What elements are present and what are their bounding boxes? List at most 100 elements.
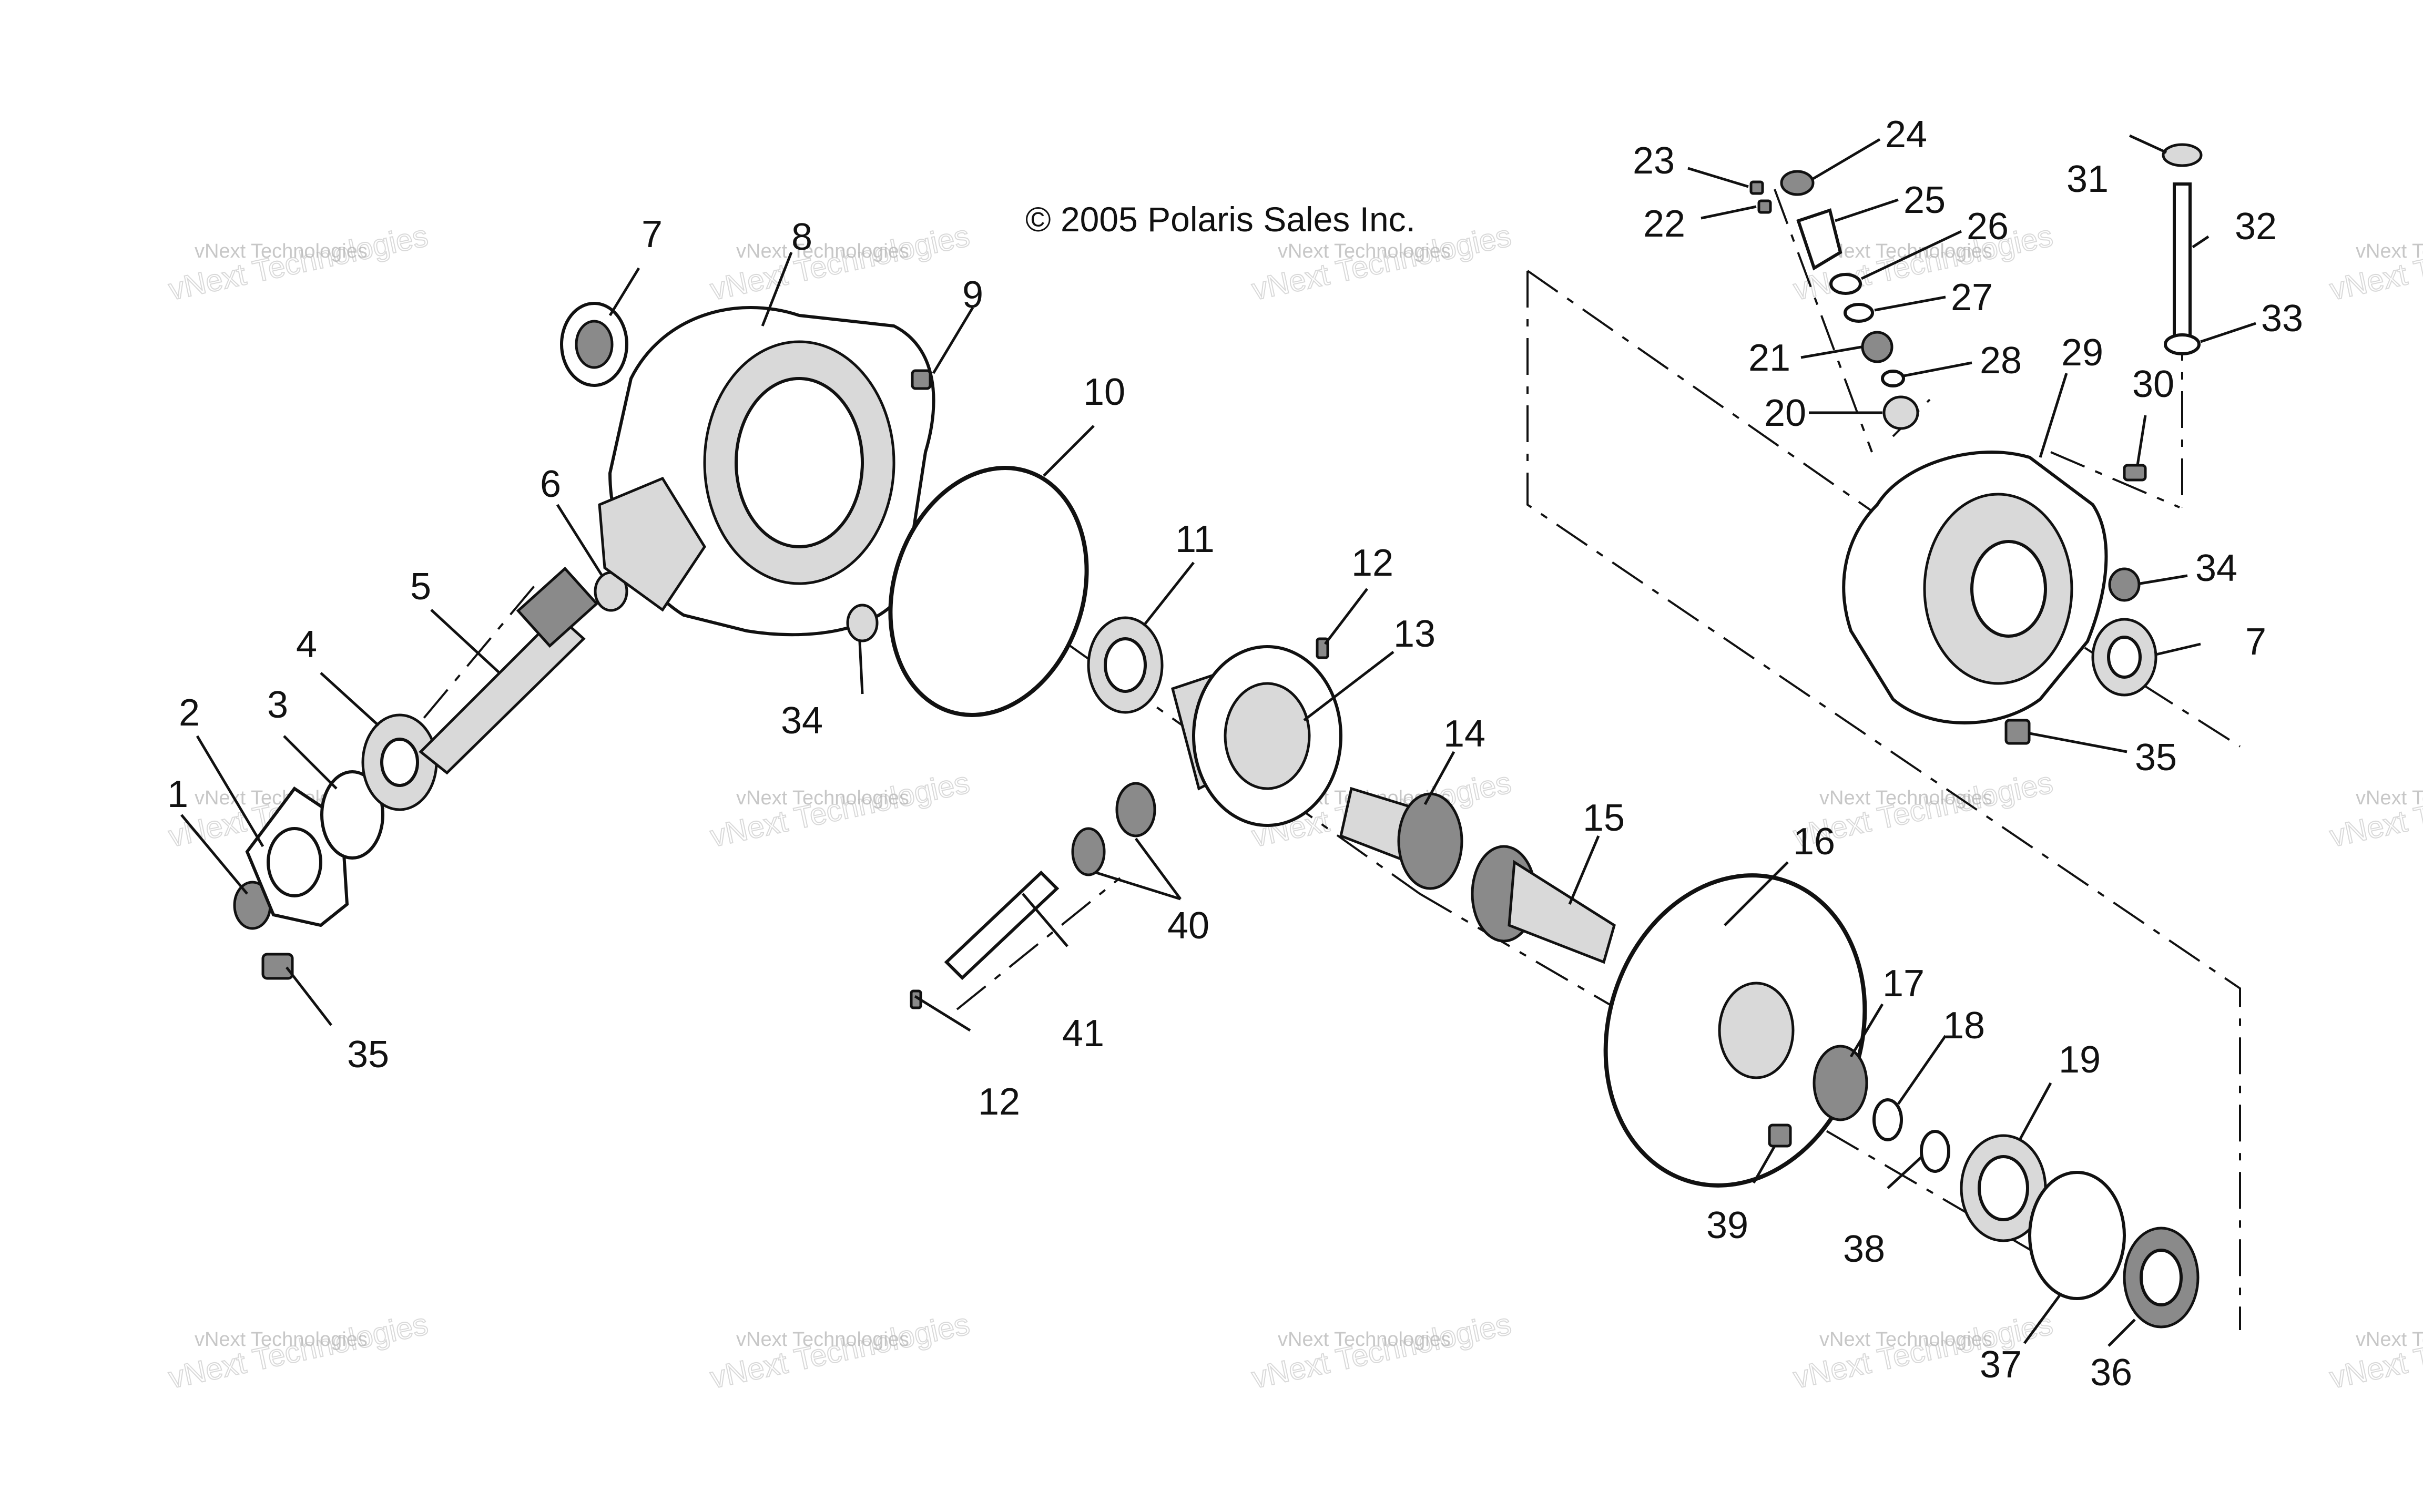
callout-35-left: 35 (347, 1034, 389, 1076)
callout-16: 16 (1793, 821, 1835, 863)
callout-4: 4 (296, 624, 317, 666)
part-34-plug (846, 604, 879, 642)
watermark: vNext Technologies vNext Technologies (165, 218, 431, 308)
callout-30: 30 (2132, 363, 2174, 405)
part-25-actuator (1796, 208, 1842, 271)
watermark-line2: vNext Technologies (166, 1307, 431, 1395)
part-27-o-ring (1844, 303, 1874, 323)
part-31-clip (2162, 143, 2203, 167)
watermark-line1: vNext Technologies (2356, 787, 2423, 809)
watermark-line2: vNext Technologies (2327, 219, 2423, 307)
part-19-bearing-bore (1978, 1155, 2029, 1221)
callout-34: 34 (2195, 547, 2237, 589)
part-4-bearing-bore (380, 738, 419, 787)
part-38-shim (1920, 1130, 1950, 1173)
callout-7-right: 7 (2245, 621, 2266, 663)
part-30-pin (2123, 464, 2147, 482)
part-33-clip (2164, 333, 2201, 355)
callout-38: 38 (1843, 1228, 1885, 1270)
part-40-gear (1115, 782, 1156, 837)
callout-18: 18 (1943, 1005, 1985, 1047)
callouts: 1 2 3 4 5 6 7 8 9 10 11 12 13 14 15 16 1… (167, 114, 2303, 1394)
watermark-line1: vNext Technologies (2356, 1329, 2423, 1351)
part-39-bolt (1768, 1123, 1792, 1148)
part-11-bearing-bore (1104, 637, 1147, 693)
watermark: vNext Technologies vNext Technologies (2326, 765, 2423, 854)
watermark: vNext Technologies vNext Technologies (165, 1306, 431, 1396)
watermark-line2: vNext Technologies (707, 1307, 972, 1395)
callout-6: 6 (540, 463, 561, 505)
callout-3: 3 (267, 684, 288, 726)
part-40-gear (1071, 827, 1106, 876)
callout-11: 11 (1175, 518, 1215, 560)
callout-9: 9 (962, 274, 983, 316)
callout-26: 26 (1967, 206, 2009, 248)
part-35-bolt (2004, 719, 2031, 745)
watermark-line1: vNext Technologies (1278, 1329, 1451, 1351)
watermark-line2: vNext Technologies (2327, 765, 2423, 854)
callout-13: 13 (1393, 613, 1436, 655)
part-17-bearing (1813, 1045, 1868, 1121)
callout-32: 32 (2235, 206, 2277, 248)
callout-21: 21 (1748, 337, 1790, 379)
callout-8: 8 (791, 216, 812, 258)
part-9-fitting (911, 369, 932, 390)
leader-lines (180, 134, 2256, 1347)
callout-36: 36 (2090, 1352, 2132, 1394)
part-23-screw (1749, 180, 1764, 195)
watermark-line1: vNext Technologies (195, 240, 368, 262)
watermark: vNext Technologies vNext Technologies (1248, 1306, 1514, 1396)
callout-34-left: 34 (781, 700, 823, 742)
parts-layer (233, 143, 2203, 1329)
callout-31: 31 (2066, 158, 2109, 200)
watermark-line2: vNext Technologies (166, 219, 431, 307)
part-18-shim (1872, 1098, 1903, 1141)
callout-2: 2 (179, 692, 200, 734)
watermark-line1: vNext Technologies (195, 1329, 368, 1351)
callout-7: 7 (642, 213, 663, 256)
callout-15: 15 (1583, 797, 1625, 839)
watermark: vNext Technologies vNext Technologies (2326, 218, 2423, 308)
watermark: vNext Technologies vNext Technologies (2326, 1306, 2423, 1396)
part-13-hub (1170, 645, 1342, 827)
watermark-line1: vNext Technologies (1819, 1329, 1992, 1351)
callout-22: 22 (1643, 203, 1685, 245)
callout-1: 1 (167, 773, 188, 815)
watermark-line1: vNext Technologies (2356, 240, 2423, 262)
watermark-line2: vNext Technologies (707, 765, 972, 854)
part-20-cap (1882, 395, 1919, 430)
callout-35-right: 35 (2135, 737, 2177, 779)
part-36-seal-bore (2140, 1249, 2183, 1306)
callout-14: 14 (1443, 713, 1485, 755)
watermark-line2: vNext Technologies (707, 219, 972, 307)
part-7-seal-inner (575, 320, 614, 369)
callout-25: 25 (1903, 179, 1946, 221)
part-22-screw (1757, 199, 1772, 214)
part-2-cover-hole (267, 827, 322, 897)
part-5-pinion-shaft (419, 566, 599, 775)
watermark-line2: vNext Technologies (2327, 1307, 2423, 1395)
callout-24: 24 (1885, 114, 1927, 156)
part-35-bolt (261, 953, 294, 980)
watermark: vNext Technologies vNext Technologies (707, 765, 973, 854)
part-8-housing (598, 306, 935, 637)
callout-12: 12 (1351, 542, 1393, 584)
callout-41: 41 (1062, 1013, 1104, 1055)
part-10-o-ring (888, 466, 1089, 717)
part-15-side-gear (1471, 845, 1616, 964)
part-24-washer (1780, 170, 1815, 196)
callout-37: 37 (1980, 1344, 2022, 1386)
part-21-plunger (1861, 331, 1893, 363)
watermark-line1: vNext Technologies (736, 1329, 909, 1351)
callout-10: 10 (1083, 371, 1125, 413)
part-41-cross-pin (944, 870, 1060, 980)
watermark: vNext Technologies vNext Technologies (707, 1306, 973, 1396)
part-16-ring-gear (1603, 873, 1867, 1188)
part-29-cover-housing (1842, 451, 2108, 724)
watermark-line1: vNext Technologies (1278, 240, 1451, 262)
watermark-line1: vNext Technologies (736, 240, 909, 262)
part-7-seal-bore (2107, 636, 2142, 679)
callout-39: 39 (1706, 1204, 1748, 1247)
watermark: vNext Technologies vNext Technologies (707, 218, 973, 308)
